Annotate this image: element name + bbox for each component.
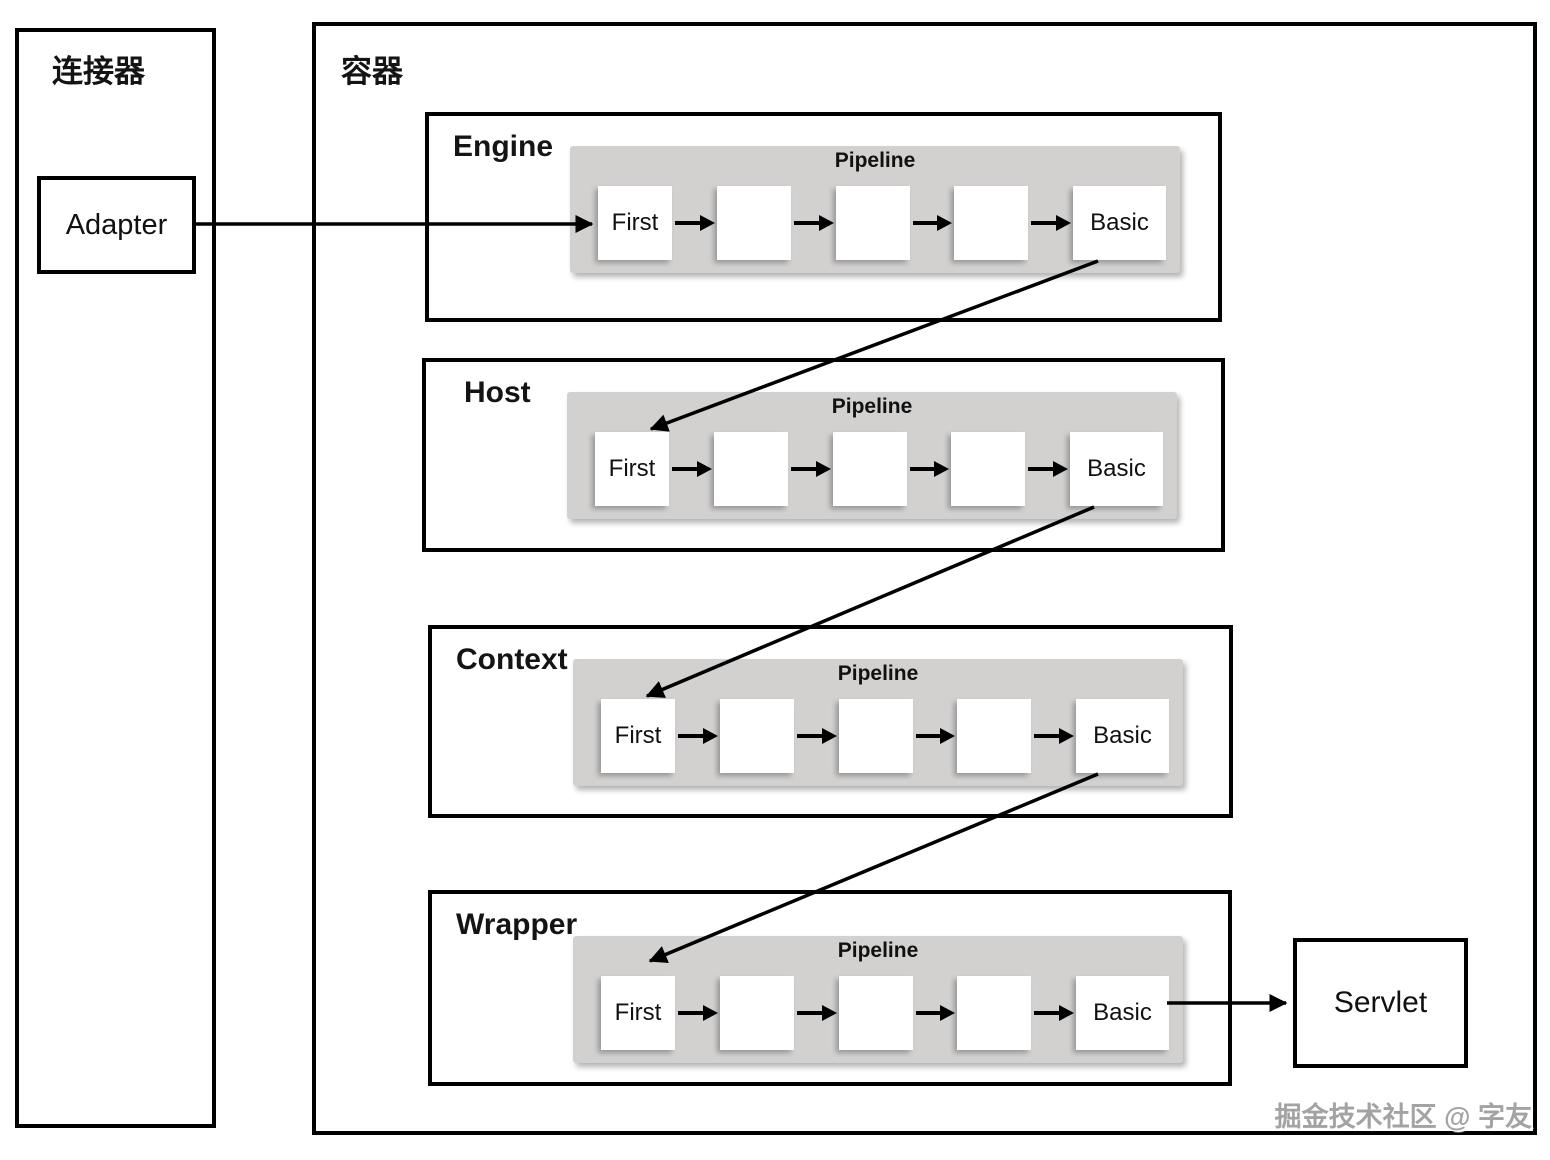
engine-first-valve: First bbox=[598, 186, 672, 260]
right-arrow-icon bbox=[915, 1011, 941, 1015]
context-pipeline-label: Pipeline bbox=[837, 662, 919, 685]
wrapper-pipeline-label: Pipeline bbox=[837, 939, 919, 962]
context-basic-valve: Basic bbox=[1076, 699, 1169, 773]
host-basic-valve-label: Basic bbox=[1087, 455, 1146, 482]
right-arrow-icon bbox=[796, 734, 822, 738]
host-valve-2 bbox=[713, 432, 788, 506]
host-label: Host bbox=[464, 376, 531, 409]
connector-label: 连接器 bbox=[52, 54, 145, 89]
right-arrow-icon bbox=[793, 221, 819, 225]
right-arrow-icon bbox=[1034, 1011, 1059, 1015]
right-arrow-icon bbox=[912, 221, 938, 225]
context-valve-3 bbox=[838, 699, 913, 773]
engine-valve-3 bbox=[835, 186, 910, 260]
context-valve-4 bbox=[957, 699, 1032, 773]
context-label: Context bbox=[456, 643, 568, 676]
engine-valve-2 bbox=[716, 186, 791, 260]
right-arrow-icon bbox=[909, 467, 935, 471]
right-arrow-icon bbox=[1034, 734, 1059, 738]
engine-basic-valve: Basic bbox=[1073, 186, 1166, 260]
wrapper-valve-4 bbox=[957, 976, 1032, 1050]
right-arrow-icon bbox=[678, 1011, 703, 1015]
wrapper-label: Wrapper bbox=[456, 908, 578, 941]
connector-box: 连接器 Adapter bbox=[15, 28, 216, 1128]
engine-first-valve-label: First bbox=[611, 209, 659, 236]
host-basic-valve: Basic bbox=[1070, 432, 1163, 506]
adapter-box: Adapter bbox=[37, 176, 196, 274]
wrapper-valve-row: First Basic bbox=[601, 976, 1169, 1050]
engine-pipeline: Pipeline First Basic bbox=[570, 146, 1180, 273]
engine-valve-4 bbox=[954, 186, 1029, 260]
context-basic-valve-label: Basic bbox=[1093, 722, 1152, 749]
host-valve-row: First Basic bbox=[595, 432, 1163, 506]
watermark-text: 掘金技术社区 @ 字友 bbox=[1274, 1102, 1532, 1132]
wrapper-valve-2 bbox=[719, 976, 794, 1050]
container-label: 容器 bbox=[341, 54, 403, 89]
context-box: Context Pipeline First Basic bbox=[428, 625, 1233, 818]
right-arrow-icon bbox=[1028, 467, 1053, 471]
engine-valve-row: First Basic bbox=[598, 186, 1166, 260]
wrapper-basic-valve: Basic bbox=[1076, 976, 1169, 1050]
host-pipeline-label: Pipeline bbox=[831, 395, 913, 418]
wrapper-box: Wrapper Pipeline First Basic bbox=[428, 890, 1232, 1086]
engine-label: Engine bbox=[453, 130, 554, 163]
right-arrow-icon bbox=[790, 467, 816, 471]
right-arrow-icon bbox=[675, 221, 700, 225]
context-valve-row: First Basic bbox=[601, 699, 1169, 773]
host-first-valve-label: First bbox=[608, 455, 656, 482]
context-first-valve-label: First bbox=[614, 722, 662, 749]
right-arrow-icon bbox=[672, 467, 697, 471]
context-pipeline: Pipeline First Basic bbox=[573, 659, 1183, 786]
adapter-label: Adapter bbox=[65, 208, 168, 241]
context-first-valve: First bbox=[601, 699, 675, 773]
context-valve-2 bbox=[719, 699, 794, 773]
container-box: 容器 bbox=[312, 22, 1537, 1135]
wrapper-valve-3 bbox=[838, 976, 913, 1050]
host-pipeline: Pipeline First Basic bbox=[567, 392, 1177, 519]
servlet-label: Servlet bbox=[1333, 986, 1428, 1019]
right-arrow-icon bbox=[796, 1011, 822, 1015]
wrapper-basic-valve-label: Basic bbox=[1093, 999, 1152, 1026]
host-valve-4 bbox=[951, 432, 1026, 506]
engine-box: Engine Pipeline First Basic bbox=[425, 112, 1222, 322]
wrapper-first-valve-label: First bbox=[614, 999, 662, 1026]
right-arrow-icon bbox=[678, 734, 703, 738]
right-arrow-icon bbox=[915, 734, 941, 738]
host-valve-3 bbox=[832, 432, 907, 506]
wrapper-first-valve: First bbox=[601, 976, 675, 1050]
host-box: Host Pipeline First Basic bbox=[422, 358, 1225, 552]
right-arrow-icon bbox=[1031, 221, 1056, 225]
engine-basic-valve-label: Basic bbox=[1090, 209, 1149, 236]
servlet-box: Servlet bbox=[1293, 938, 1468, 1068]
engine-pipeline-label: Pipeline bbox=[834, 149, 916, 172]
wrapper-pipeline: Pipeline First Basic bbox=[573, 936, 1183, 1063]
host-first-valve: First bbox=[595, 432, 669, 506]
